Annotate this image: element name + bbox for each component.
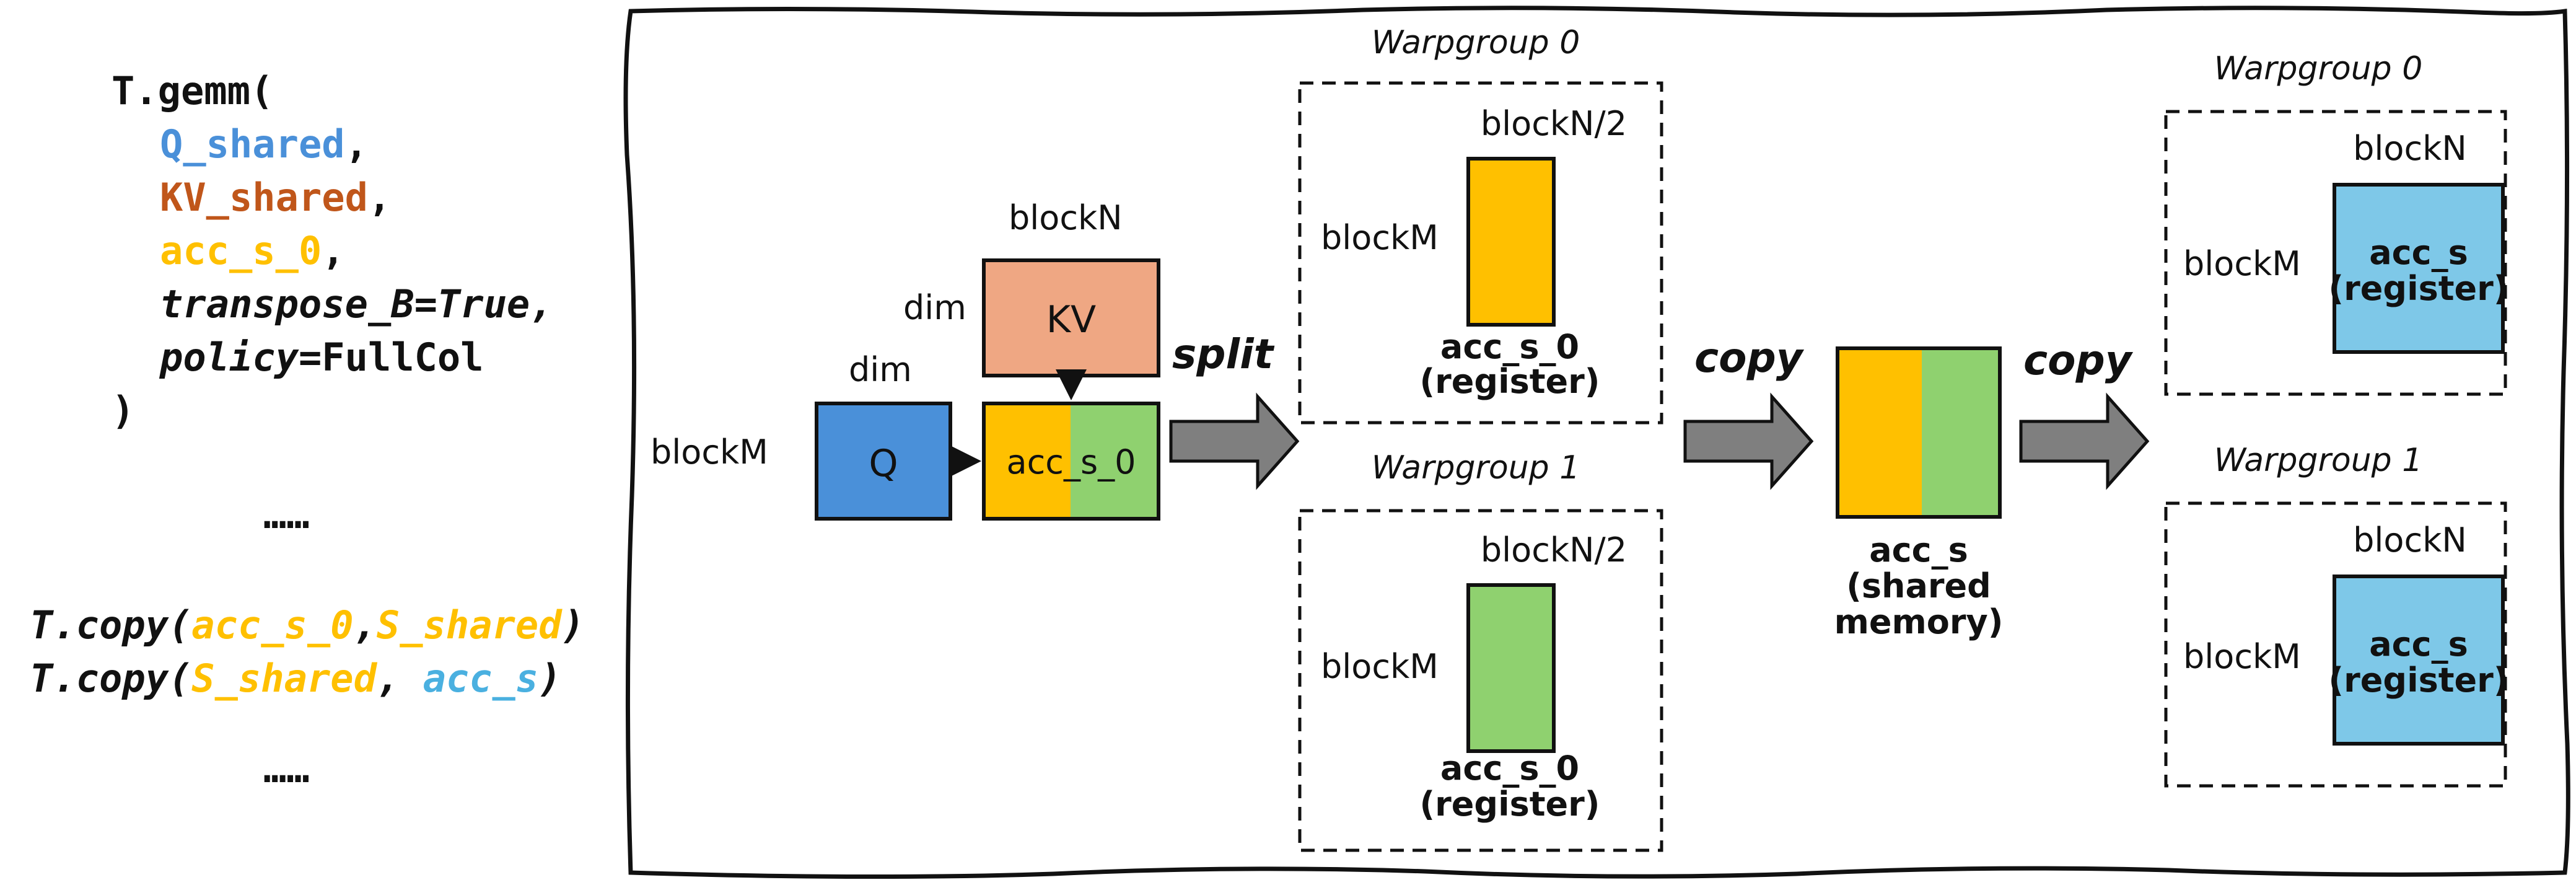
wg-right-1-title: Warpgroup 1 bbox=[2214, 442, 2423, 479]
wg-left-1-acc-block bbox=[1466, 583, 1556, 753]
gemm-arg-q: Q_shared bbox=[160, 121, 345, 167]
wg-right-1-box bbox=[2164, 501, 2507, 788]
copy-arrow-2 bbox=[2019, 392, 2150, 490]
gemm-close: ) bbox=[112, 388, 134, 433]
copy1-comma: , bbox=[354, 602, 377, 648]
gemm-comma-acc: , bbox=[322, 228, 344, 273]
copy-label-1: copy bbox=[1694, 334, 1805, 382]
warpgroup-right-0: Warpgroup 0 blockN blockM acc_s (registe… bbox=[2164, 50, 2509, 396]
wg-right-0-box bbox=[2164, 110, 2507, 396]
copy-arrow-1 bbox=[1683, 392, 1814, 490]
wg-left-0-mem: (register) bbox=[1420, 362, 1600, 401]
gemm-comma-kv: , bbox=[368, 175, 391, 220]
wg-right-0-acc-block bbox=[2333, 183, 2505, 354]
copy2-comma: , bbox=[377, 656, 423, 701]
wg-right-0-blockN: blockN bbox=[2353, 129, 2467, 168]
shared-acc-mem-2: memory) bbox=[1834, 602, 2004, 641]
q-dim-label: dim bbox=[849, 350, 912, 389]
warpgroup-right-1: Warpgroup 1 blockN blockM acc_s (registe… bbox=[2164, 442, 2509, 788]
wg-right-0-title: Warpgroup 0 bbox=[2214, 50, 2423, 87]
gemm-arg-acc: acc_s_0 bbox=[160, 228, 322, 273]
acc-s0-label: acc_s_0 bbox=[1007, 442, 1136, 482]
wg-left-0-box bbox=[1298, 81, 1663, 425]
wg-right-1-name: acc_s bbox=[2369, 625, 2468, 664]
wg-right-0-mem: (register) bbox=[2329, 269, 2509, 308]
kv-block bbox=[982, 258, 1160, 377]
copy2-src: S_shared bbox=[191, 656, 377, 701]
split-label: split bbox=[1172, 330, 1275, 378]
copy1-dst: S_shared bbox=[377, 602, 563, 648]
code-panel: T.gemm( Q_shared, KV_shared, acc_s_0, tr… bbox=[30, 68, 585, 791]
shared-memory-section: acc_s (shared memory) bbox=[1834, 346, 2004, 641]
wg-left-0-blockN: blockN/2 bbox=[1481, 104, 1627, 143]
gemm-policy-key: policy bbox=[159, 335, 300, 380]
kv-dim-label: dim bbox=[903, 288, 966, 327]
copy1-src: acc_s_0 bbox=[191, 602, 353, 648]
wg-right-0-name: acc_s bbox=[2369, 233, 2468, 272]
gemm-call: T.gemm( bbox=[112, 68, 273, 113]
wg-left-1-title: Warpgroup 1 bbox=[1372, 449, 1580, 487]
wg-right-1-mem: (register) bbox=[2329, 661, 2509, 700]
gemm-transpose-key: transpose_B bbox=[160, 281, 414, 327]
wg-right-1-blockN: blockN bbox=[2353, 521, 2467, 560]
copy-label-2: copy bbox=[2023, 337, 2134, 384]
wg-left-1-mem: (register) bbox=[1420, 785, 1600, 824]
copy2-line: T.copy(S_shared, acc_s) bbox=[30, 656, 562, 701]
warpgroup-left-0: Warpgroup 0 blockN/2 blockM acc_s_0 (reg… bbox=[1298, 24, 1663, 425]
shared-acc-right-half bbox=[1922, 348, 2000, 517]
acc-s0-right-half bbox=[1071, 403, 1159, 519]
wg-left-0-acc-block bbox=[1466, 157, 1556, 327]
acc-s0-outline bbox=[982, 402, 1160, 521]
wg-left-0-name: acc_s_0 bbox=[1440, 327, 1579, 366]
copy1-fn: T.copy( bbox=[30, 602, 191, 648]
gemm-arg-kv: KV_shared bbox=[160, 175, 368, 220]
wg-left-0-blockM: blockM bbox=[1321, 218, 1439, 257]
shared-acc-name: acc_s bbox=[1869, 531, 1968, 570]
copy2-fn: T.copy( bbox=[30, 656, 191, 701]
gemm-transpose-val: =True, bbox=[414, 281, 553, 327]
wg-left-1-name: acc_s_0 bbox=[1440, 749, 1579, 788]
wg-left-1-blockM: blockM bbox=[1321, 647, 1439, 686]
shared-acc-outline bbox=[1836, 346, 2002, 519]
gemm-arg-q-line: Q_shared, bbox=[160, 121, 368, 167]
code-ellipsis-1: …… bbox=[263, 492, 310, 537]
gemm-arg-kv-line: KV_shared, bbox=[160, 175, 391, 220]
wg-right-1-blockM: blockM bbox=[2183, 637, 2301, 676]
copy1-close: ) bbox=[562, 602, 585, 648]
shared-acc-mem-1: (shared bbox=[1846, 566, 1991, 605]
gemm-policy-line: policy=FullCol bbox=[159, 335, 484, 380]
wg-right-1-acc-block bbox=[2333, 575, 2505, 746]
input-blockM-label: blockM bbox=[651, 433, 768, 472]
warpgroup-left-1: Warpgroup 1 blockN/2 blockM acc_s_0 (reg… bbox=[1298, 449, 1663, 852]
diagram-frame bbox=[623, 6, 2570, 879]
shared-acc-left-half bbox=[1838, 348, 1922, 517]
gemm-arg-acc-line: acc_s_0, bbox=[160, 228, 345, 273]
kv-label: KV bbox=[1046, 298, 1096, 341]
input-section: blockM dim Q blockN dim KV acc_s_0 bbox=[651, 198, 1160, 521]
wg-left-1-box bbox=[1298, 509, 1663, 852]
copy1-line: T.copy(acc_s_0,S_shared) bbox=[30, 602, 585, 648]
acc-s0-left-half bbox=[984, 403, 1071, 519]
wg-right-0-blockM: blockM bbox=[2183, 244, 2301, 283]
wg-left-1-blockN: blockN/2 bbox=[1481, 531, 1627, 570]
split-arrow bbox=[1169, 392, 1300, 490]
copy2-dst: acc_s bbox=[423, 656, 539, 701]
gemm-transpose-line: transpose_B=True, bbox=[160, 281, 553, 327]
code-ellipsis-2: …… bbox=[263, 746, 310, 791]
gemm-policy-val: =FullCol bbox=[299, 335, 484, 380]
kv-blockN-label: blockN bbox=[1009, 198, 1123, 237]
copy2-close: ) bbox=[538, 656, 561, 701]
gemm-comma-q: , bbox=[345, 121, 368, 167]
q-label: Q bbox=[869, 442, 898, 485]
wg-left-0-title: Warpgroup 0 bbox=[1372, 24, 1580, 61]
